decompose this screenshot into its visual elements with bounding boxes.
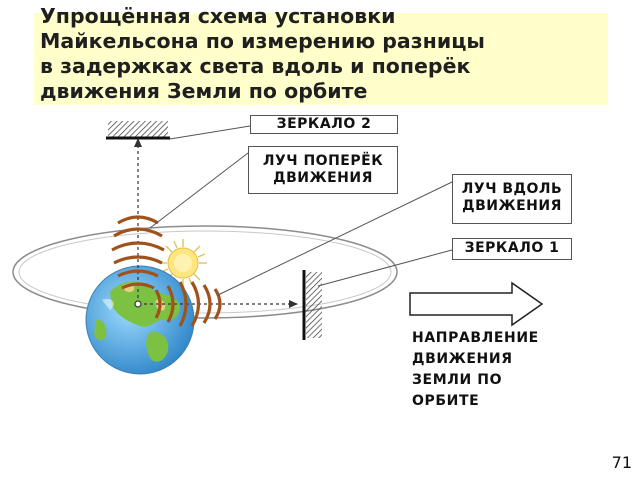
light-waves-vertical	[111, 215, 165, 290]
mirror-2	[106, 121, 170, 140]
beam-across-label: ЛУЧ ПОПЕРЁК ДВИЖЕНИЯ	[248, 146, 398, 194]
light-waves-horizontal	[154, 281, 222, 327]
page-title: Упрощённая схема установки Майкельсона п…	[40, 4, 485, 103]
direction-label: НАПРАВЛЕНИЕ ДВИЖЕНИЯ ЗЕМЛИ ПО ОРБИТЕ	[412, 330, 539, 409]
callout-lines	[149, 125, 453, 296]
beam-arrowhead-right	[289, 300, 298, 308]
page-number: 71	[611, 453, 632, 472]
earth-icon	[85, 265, 195, 375]
direction-arrow	[409, 281, 544, 327]
beam-along-label: ЛУЧ ВДОЛЬ ДВИЖЕНИЯ	[452, 174, 572, 224]
mirror-1	[302, 270, 322, 340]
light-source	[134, 300, 142, 308]
earth-orbit-inner	[18, 230, 392, 314]
title-background	[34, 13, 608, 105]
mirror-1-label: ЗЕРКАЛО 1	[452, 238, 572, 260]
beam-arrowhead-up	[134, 138, 142, 147]
mirror-2-label: ЗЕРКАЛО 2	[250, 115, 398, 134]
